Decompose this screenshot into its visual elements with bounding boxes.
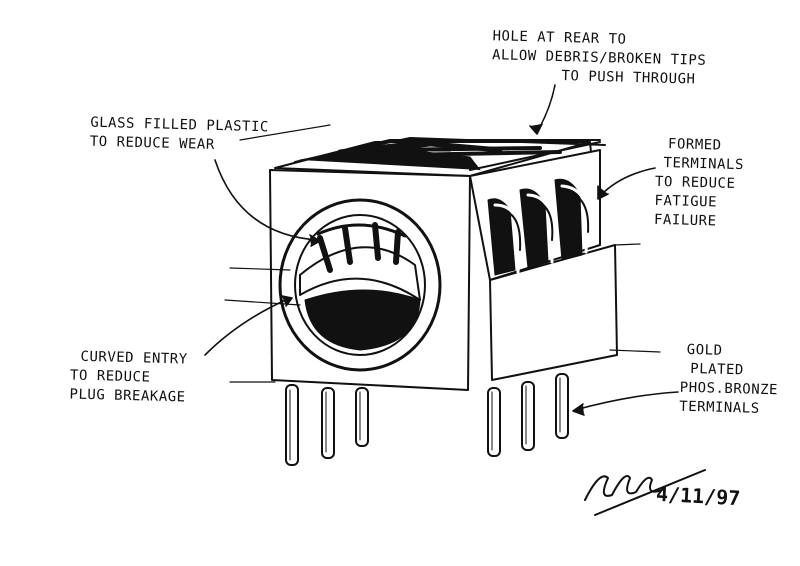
note-gold-plated: GOLD PLATED PHOS.BRONZE TERMINALS xyxy=(679,341,779,420)
leader-arrows xyxy=(204,84,679,416)
terminal-block xyxy=(469,149,618,381)
note-line: FAILURE xyxy=(653,211,717,230)
note-glass-filled: GLASS FILLED PLASTIC TO REDUCE WEAR xyxy=(90,114,270,157)
note-line: TERMINALS xyxy=(679,398,760,417)
note-line: PLUG BREAKAGE xyxy=(69,386,186,406)
socket-ring xyxy=(278,198,442,372)
note-hole-at-rear: HOLE AT REAR TO ALLOW DEBRIS/BROKEN TIPS… xyxy=(491,27,707,90)
sketch-date: 4/11/97 xyxy=(655,481,741,511)
note-line: FORMED xyxy=(667,136,722,154)
note-line: TO REDUCE xyxy=(654,173,736,192)
note-line: PLATED xyxy=(690,360,745,379)
note-line: PHOS.BRONZE xyxy=(679,379,779,399)
note-line: GOLD xyxy=(686,341,723,359)
note-formed-terminals: FORMED TERMINALS TO REDUCE FATIGUE FAILU… xyxy=(654,135,745,232)
signature xyxy=(584,469,706,516)
note-curved-entry: CURVED ENTRY TO REDUCE PLUG BREAKAGE xyxy=(69,347,188,407)
note-line: FATIGUE xyxy=(654,192,718,211)
note-line: TERMINALS xyxy=(663,155,745,174)
bottom-pins xyxy=(285,373,569,466)
